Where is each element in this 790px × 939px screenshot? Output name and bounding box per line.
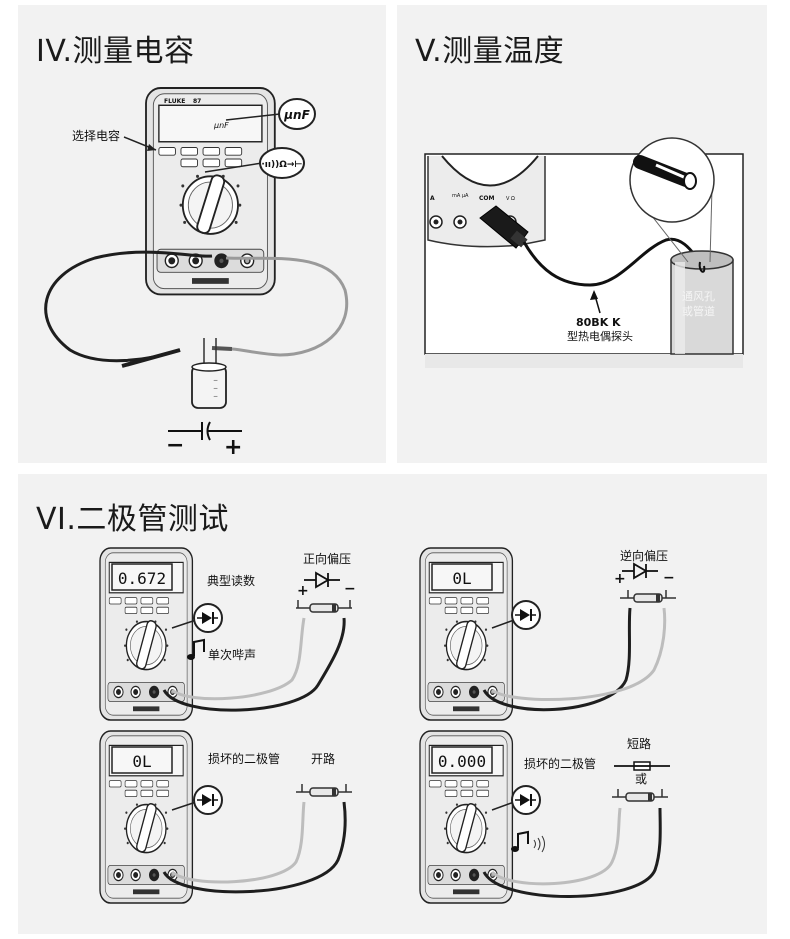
unit-callout-bubble — [278, 98, 316, 130]
display-short-reading: 0.000 — [438, 752, 486, 771]
typical-reading-label: 典型读数 — [207, 573, 255, 588]
short-black-lead — [482, 807, 662, 898]
forward-bias-label: 正向偏压 — [303, 551, 351, 566]
capacitor-minus: − — [166, 433, 184, 458]
reverse-diode-callout — [511, 600, 541, 630]
select-capacitance-label: 选择电容 — [72, 128, 120, 143]
or-label: 或 — [635, 772, 647, 786]
jack-label-com: COM — [479, 195, 495, 202]
short-circuit-label: 短路 — [627, 736, 651, 751]
jack-label-a: A — [430, 195, 435, 202]
forward-diode-under-test — [295, 600, 353, 613]
svg-text:−: − — [213, 377, 218, 384]
continuous-beep-icon — [511, 830, 545, 853]
open-diode-callout — [193, 785, 223, 815]
display-forward-reading: 0.672 — [118, 569, 166, 588]
open-red-lead — [171, 801, 306, 884]
single-beep-label: 单次哔声 — [208, 648, 256, 662]
black-probe — [121, 348, 181, 368]
black-test-lead — [44, 250, 213, 363]
duct-label-line2: 或管道 — [682, 304, 715, 318]
forward-minus-sign: − — [344, 581, 356, 597]
short-diode-under-test — [611, 789, 669, 802]
red-probe — [211, 346, 233, 351]
meter-model-label: 87 — [193, 98, 201, 105]
svg-text:−: − — [213, 385, 218, 392]
meter-capacitance — [145, 87, 276, 296]
svg-text:−: − — [213, 393, 218, 400]
forward-black-lead — [162, 617, 346, 712]
meter-brand-label: FLUKE — [164, 98, 185, 105]
section-title-temperature: V.测量温度 — [415, 34, 565, 69]
reverse-plus-sign: + — [614, 571, 626, 587]
function-callout-text: ·ıı))Ω→⊢ — [261, 160, 302, 170]
reverse-diode-under-test — [619, 590, 677, 603]
red-test-lead — [225, 256, 349, 357]
duct-label-line1: 通风孔 — [682, 290, 715, 303]
short-red-lead — [490, 807, 622, 886]
function-callout-bubble — [259, 147, 305, 179]
reverse-red-lead — [491, 607, 667, 701]
magnified-probe-tip — [629, 137, 715, 273]
jack-label-v: V Ω — [506, 196, 515, 202]
open-diode-under-test — [295, 784, 353, 797]
short-diode-callout — [511, 785, 541, 815]
forward-red-lead — [171, 617, 306, 701]
probe-description: 型热电偶探头 — [567, 329, 633, 343]
jack-label-ma: mA μA — [452, 193, 469, 199]
thermocouple-wire — [522, 237, 702, 287]
display-reverse-reading: 0L — [452, 569, 471, 588]
reverse-minus-sign: − — [663, 570, 675, 586]
unit-callout-text: μnF — [283, 108, 310, 122]
probe-model-label: 80BK K — [576, 316, 621, 329]
open-black-lead — [162, 801, 347, 894]
display-open-reading: 0L — [132, 752, 151, 771]
short-damaged-label: 损坏的二极管 — [524, 756, 596, 771]
reverse-diode-symbol — [621, 563, 659, 579]
short-circuit-symbol — [614, 761, 670, 771]
capacitor-symbol — [168, 421, 242, 441]
temperature-figure-shadow — [425, 354, 743, 368]
section-title-capacitance: IV.测量电容 — [36, 34, 195, 69]
capacitor-plus: + — [224, 435, 242, 460]
forward-diode-symbol — [303, 572, 341, 588]
meter-display-unit: μnF — [213, 121, 229, 130]
air-duct — [670, 250, 734, 355]
forward-plus-sign: + — [297, 583, 309, 599]
section-title-diode: VI.二极管测试 — [36, 502, 229, 537]
electrolytic-capacitor: −−− — [191, 338, 227, 409]
open-damaged-label: 损坏的二极管 — [208, 751, 280, 766]
single-beep-icon — [187, 638, 205, 660]
open-circuit-label: 开路 — [311, 751, 335, 766]
forward-diode-callout — [193, 603, 223, 633]
reverse-bias-label: 逆向偏压 — [620, 548, 668, 563]
